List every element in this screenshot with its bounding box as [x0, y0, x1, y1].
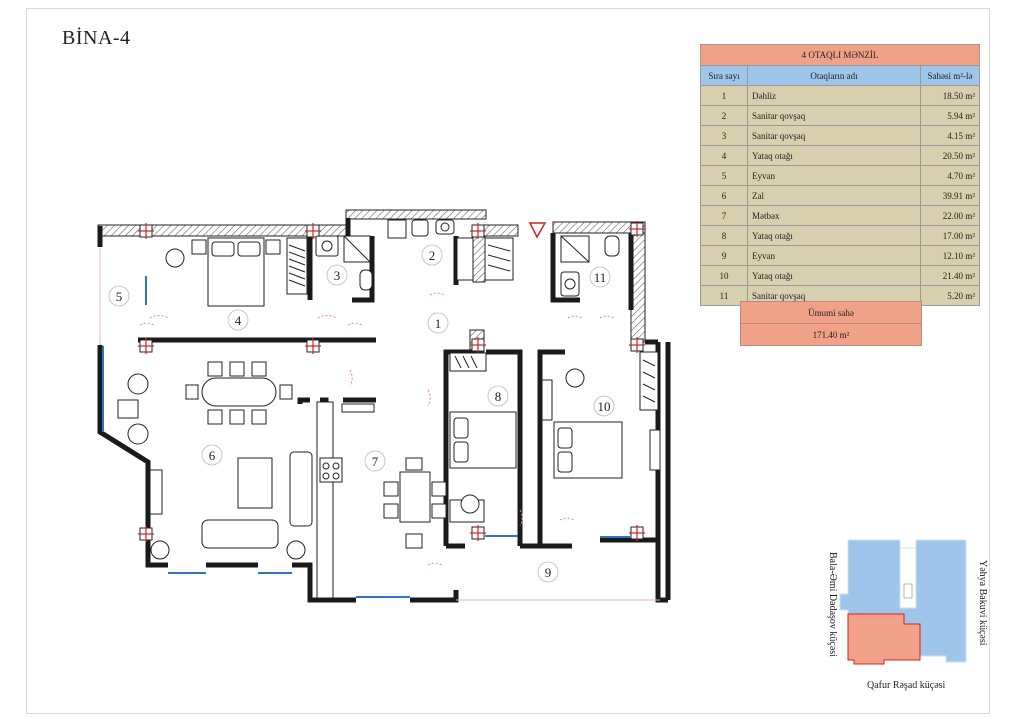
- total-area-table: Ümumi sahə 171.40 m²: [740, 301, 922, 346]
- cell-area: 17.00 m²: [920, 225, 980, 246]
- total-area-value: 171.40 m²: [740, 323, 922, 346]
- cell-no: 5: [700, 165, 748, 186]
- street-label-right: Yəhya Bakuvi küçəsi: [977, 560, 988, 646]
- room-area-table: 4 OTAQLI MƏNZİL Sıra sayı Otaqların adı …: [700, 44, 980, 306]
- room-6-label: 6: [209, 448, 216, 463]
- cell-name: Sanitar qovşaq: [747, 285, 921, 306]
- cell-name: Eyvan: [747, 165, 921, 186]
- door-swings: [139, 292, 615, 566]
- total-area-label: Ümumi sahə: [740, 301, 922, 324]
- bedroom-4-furniture: [165, 237, 281, 307]
- cell-no: 7: [700, 205, 748, 226]
- cell-name: Yataq otağı: [747, 145, 921, 166]
- cell-name: Mətbəx: [747, 205, 921, 226]
- column-header-no: Sıra sayı: [700, 65, 748, 86]
- site-apartment-highlight: [847, 613, 921, 665]
- street-label-bottom: Qafur Rəşad küçəsi: [867, 680, 946, 691]
- cell-name: Yataq otağı: [747, 225, 921, 246]
- cell-name: Sanitar qovşaq: [747, 105, 921, 126]
- kitchen-furniture: [316, 401, 447, 599]
- living-room-furniture: [117, 361, 313, 560]
- cell-name: Yataq otağı: [747, 265, 921, 286]
- cell-area: 5.94 m²: [920, 105, 980, 126]
- cell-no: 6: [700, 185, 748, 206]
- room-9-label: 9: [545, 565, 552, 580]
- windows: [102, 276, 630, 598]
- cell-no: 11: [700, 285, 748, 306]
- cell-no: 3: [700, 125, 748, 146]
- cell-name: Sanitar qovşaq: [747, 125, 921, 146]
- cell-name: Eyvan: [747, 245, 921, 266]
- bedroom-10-furniture: [541, 368, 661, 479]
- cell-no: 4: [700, 145, 748, 166]
- room-10-label: 10: [598, 399, 611, 414]
- room-2-label: 2: [429, 248, 436, 263]
- table-heading-row: 4 OTAQLI MƏNZİL: [700, 44, 980, 66]
- wardrobes: [286, 237, 659, 411]
- bedroom-8-furniture: [449, 411, 517, 523]
- room-number-circles: [108, 244, 615, 583]
- cell-area: 21.40 m²: [920, 265, 980, 286]
- room-8-label: 8: [495, 389, 502, 404]
- table-heading: 4 OTAQLI MƏNZİL: [700, 44, 980, 66]
- room-4-label: 4: [235, 313, 242, 328]
- cell-area: 39.91 m²: [920, 185, 980, 206]
- entrance-marker-icon: [528, 222, 547, 239]
- cell-area: 18.50 m²: [920, 85, 980, 106]
- cell-no: 10: [700, 265, 748, 286]
- cell-area: 22.00 m²: [920, 205, 980, 226]
- column-header-name: Otaqların adı: [747, 65, 921, 86]
- cell-area: 4.15 m²: [920, 125, 980, 146]
- table-column-header-row: Sıra sayı Otaqların adı Sahəsi m²-lə: [700, 65, 980, 86]
- cell-no: 2: [700, 105, 748, 126]
- street-label-left: Bala-Əmi Dadaşov küçəsi: [827, 552, 838, 657]
- room-3-label: 3: [334, 268, 341, 283]
- cell-name: Dəhliz: [747, 85, 921, 106]
- cell-no: 8: [700, 225, 748, 246]
- building-title: BİNA-4: [62, 27, 131, 49]
- cell-area: 5.20 m²: [920, 285, 980, 306]
- cell-area: 12.10 m²: [920, 245, 980, 266]
- cell-name: Zal: [747, 185, 921, 206]
- walls: [97, 218, 671, 603]
- cell-area: 20.50 m²: [920, 145, 980, 166]
- room-11-label: 11: [594, 270, 607, 285]
- cell-area: 4.70 m²: [920, 165, 980, 186]
- column-header-area: Sahəsi m²-lə: [920, 65, 980, 86]
- room-numbers: 1 2 3 4 5 6 7 8 9 10 11: [116, 248, 611, 580]
- cell-no: 1: [700, 85, 748, 106]
- room-7-label: 7: [372, 454, 379, 469]
- bathroom-fixtures: [315, 219, 620, 297]
- page-frame: [26, 8, 990, 714]
- room-1-label: 1: [435, 316, 442, 331]
- cell-no: 9: [700, 245, 748, 266]
- room-5-label: 5: [116, 289, 123, 304]
- site-location-map: [839, 539, 967, 665]
